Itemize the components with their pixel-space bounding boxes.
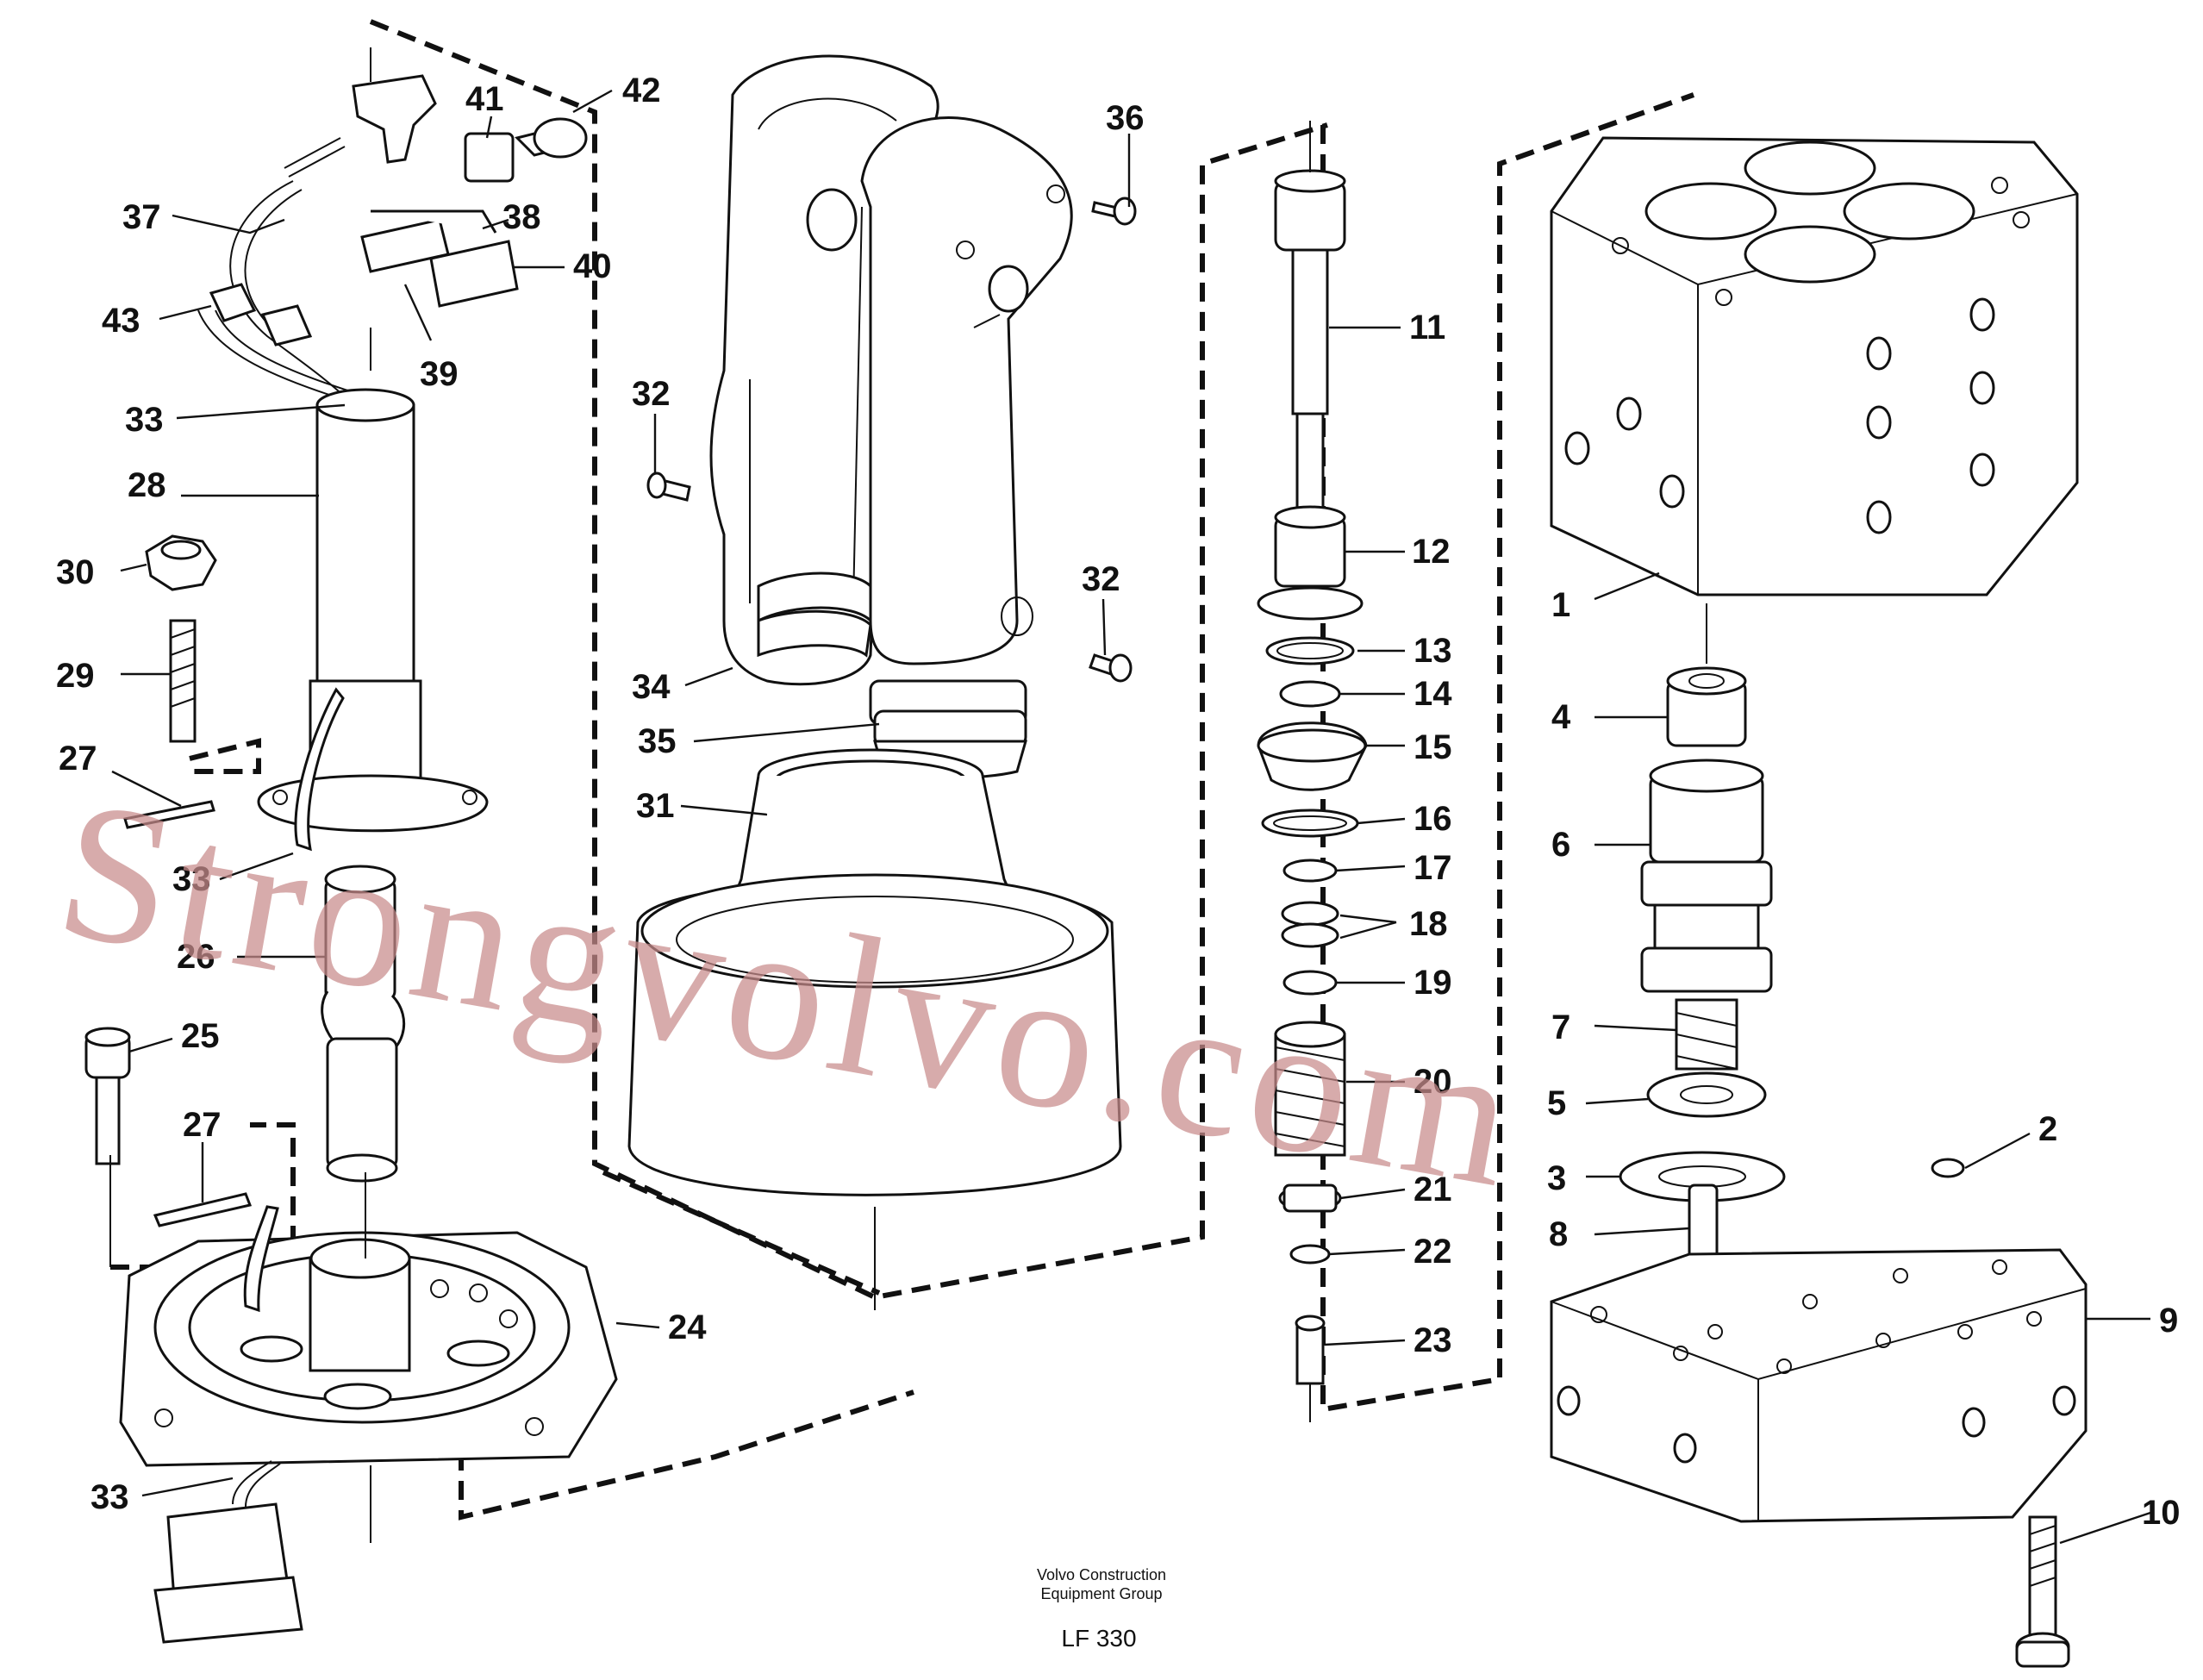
callout-2: 2 <box>2038 1110 2057 1148</box>
callout-33-top: 33 <box>125 401 164 439</box>
plunger-stack <box>1257 121 1368 1422</box>
footer-drawing-code: LF 330 <box>1061 1625 1136 1652</box>
callout-29: 29 <box>56 657 95 695</box>
callout-35: 35 <box>638 722 677 760</box>
callout-4: 4 <box>1551 698 1571 736</box>
callout-32-right: 32 <box>1082 560 1120 598</box>
callout-15: 15 <box>1414 728 1452 766</box>
callout-12: 12 <box>1412 533 1451 571</box>
callout-1: 1 <box>1551 586 1570 624</box>
callout-10: 10 <box>2142 1494 2181 1532</box>
callout-9: 9 <box>2159 1302 2178 1340</box>
left-assembly <box>84 47 618 1644</box>
callout-3: 3 <box>1547 1159 1566 1197</box>
callout-17: 17 <box>1414 849 1452 887</box>
callout-6: 6 <box>1551 826 1570 864</box>
callout-41: 41 <box>465 80 504 118</box>
callout-39: 39 <box>420 355 459 393</box>
callout-40: 40 <box>573 247 612 285</box>
callout-33-mid: 33 <box>172 860 211 898</box>
callout-14: 14 <box>1414 675 1452 713</box>
callout-25: 25 <box>181 1017 220 1055</box>
callout-37: 37 <box>122 198 161 236</box>
callout-22: 22 <box>1414 1233 1452 1271</box>
callout-28: 28 <box>128 466 166 504</box>
footer-company-line1: Volvo Construction <box>1037 1566 1166 1583</box>
callout-labels: 42 41 38 37 40 43 39 33 28 30 29 27 33 2… <box>56 72 2181 1532</box>
center-handle-assembly <box>627 54 1137 1310</box>
callout-32-left: 32 <box>632 375 671 413</box>
callout-34: 34 <box>632 668 671 706</box>
leader-lines <box>111 89 2151 1545</box>
footer-company-line2: Equipment Group <box>1040 1585 1162 1602</box>
callout-24: 24 <box>668 1308 707 1346</box>
callout-21: 21 <box>1414 1171 1452 1208</box>
valve-body-assembly <box>1550 136 2088 1668</box>
callout-18: 18 <box>1409 905 1448 943</box>
callout-31: 31 <box>636 787 675 825</box>
callout-7: 7 <box>1551 1009 1570 1046</box>
callout-16: 16 <box>1414 800 1452 838</box>
callout-27-upper: 27 <box>59 740 97 778</box>
callout-36: 36 <box>1106 99 1145 137</box>
callout-27-lower: 27 <box>183 1106 222 1144</box>
callout-38: 38 <box>502 198 541 236</box>
callout-30: 30 <box>56 553 95 591</box>
footer: Volvo Construction Equipment Group LF 33… <box>1037 1566 1166 1652</box>
callout-20: 20 <box>1414 1063 1452 1101</box>
callout-26: 26 <box>177 938 215 976</box>
callout-8: 8 <box>1549 1215 1568 1253</box>
callout-42: 42 <box>622 72 661 109</box>
callout-43: 43 <box>102 302 140 340</box>
callout-19: 19 <box>1414 964 1452 1002</box>
callout-33-bottom: 33 <box>90 1478 129 1516</box>
callout-5: 5 <box>1547 1084 1566 1122</box>
callout-13: 13 <box>1414 632 1452 670</box>
callout-23: 23 <box>1414 1321 1452 1359</box>
callout-11: 11 <box>1409 309 1445 347</box>
